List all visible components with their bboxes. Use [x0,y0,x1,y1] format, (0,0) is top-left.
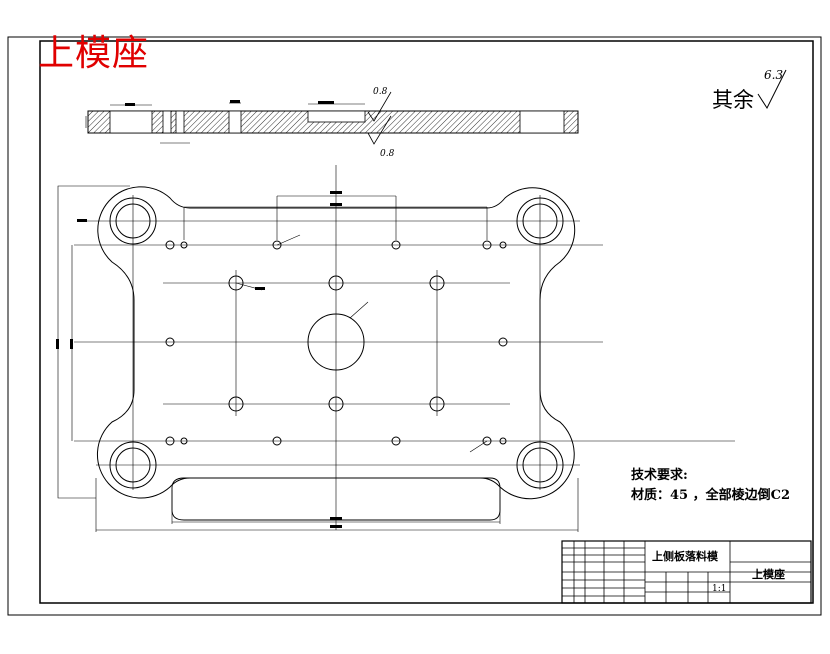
requirements-line: 材质：45 ，全部棱边倒C2 [631,488,791,503]
dimension-tags [56,100,342,528]
section-view [85,91,579,145]
title-block-project: 上侧板落料模 [652,550,718,563]
section-roughness-bottom: 0.8 [380,149,395,159]
inner-frame [39,40,814,604]
drawing-title: 上模座 [38,33,150,74]
title-block-part: 上模座 [752,568,785,581]
title-block-scale: 1:1 [712,584,727,594]
title-block [561,540,812,604]
roughness-symbol [757,69,787,110]
requirements-title: 技术要求: [631,468,688,483]
outer-border [7,36,822,616]
center-lines [57,165,735,532]
section-roughness-top: 0.8 [373,87,388,97]
roughness-other-value: 6.3 [764,68,784,82]
roughness-other-label: 其余 [712,88,754,112]
